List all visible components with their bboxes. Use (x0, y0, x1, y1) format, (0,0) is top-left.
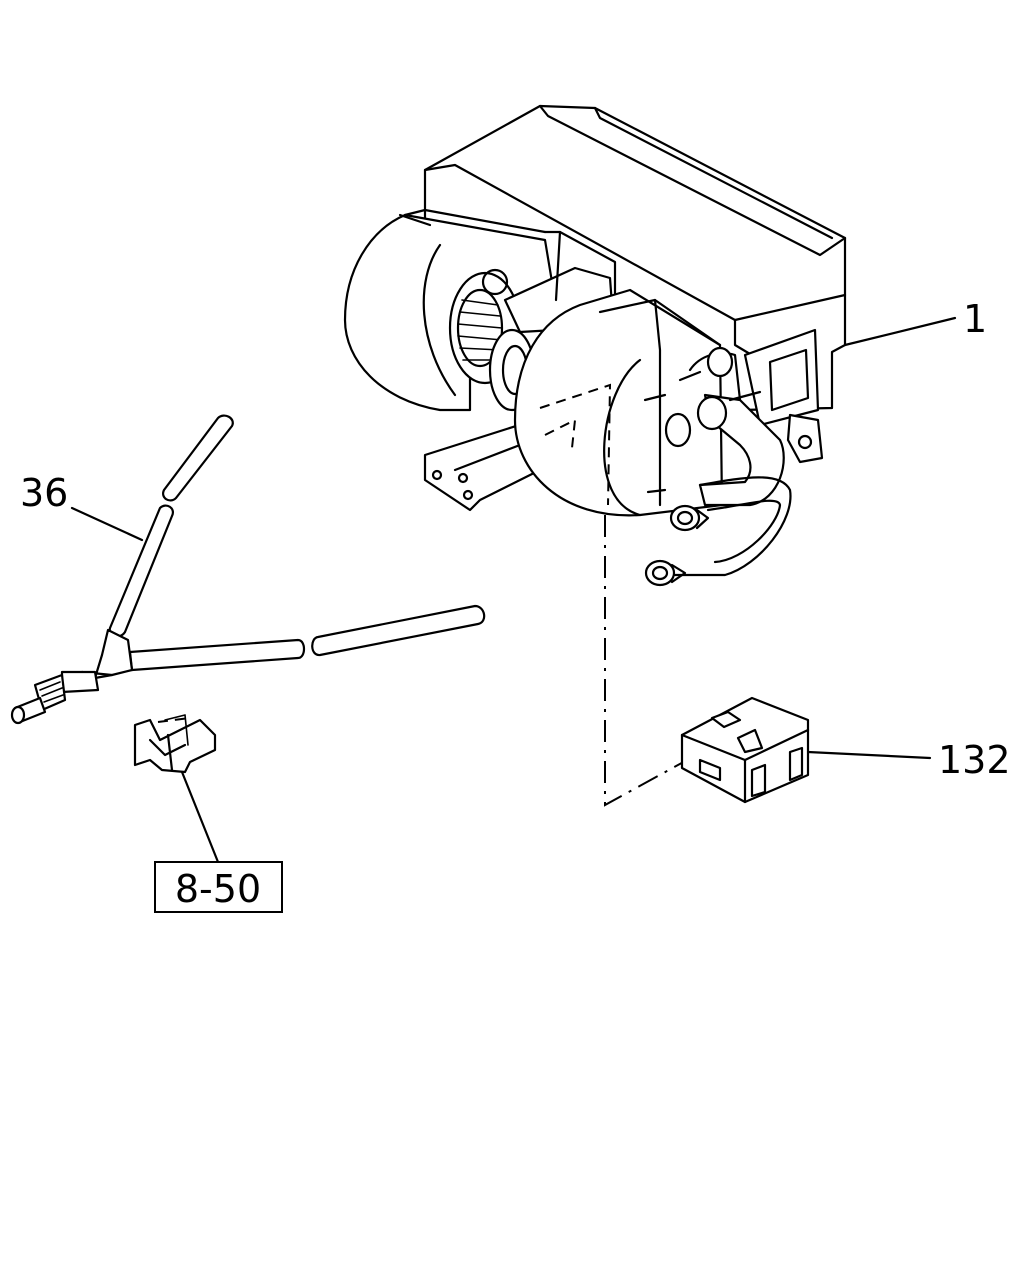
heater-blower-unit[interactable] (343, 104, 847, 587)
callout-part-36: 36 (20, 471, 68, 515)
leader-line-1 (843, 316, 957, 347)
callout-part-132: 132 (938, 738, 1011, 782)
callout-part-1: 1 (963, 297, 987, 341)
resistor-unit[interactable] (680, 696, 810, 804)
leader-line-36 (70, 506, 144, 542)
leader-line-8-50 (180, 770, 220, 864)
leader-line-132 (806, 750, 932, 760)
reference-label-8-50: 8-50 (175, 867, 261, 911)
hose-assembly[interactable] (10, 414, 486, 725)
reference-box-frame (154, 861, 283, 913)
hose-clip[interactable] (133, 714, 217, 774)
reference-box-8-50[interactable]: 8-50 (154, 861, 283, 913)
